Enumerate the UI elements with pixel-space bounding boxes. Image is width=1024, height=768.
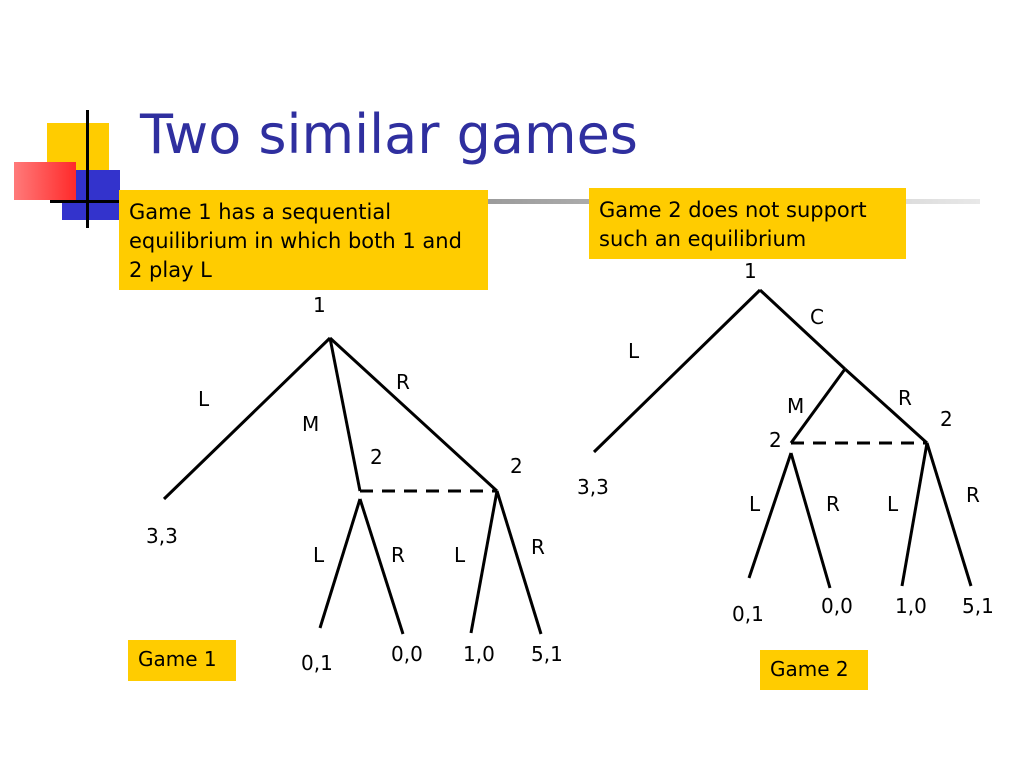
slide-title: Two similar games	[140, 103, 638, 166]
game2-player-a: 2	[769, 428, 782, 452]
game1-branch-mr	[358, 498, 405, 635]
game2-node-player: 2	[940, 407, 953, 431]
game2-move-a-right: R	[826, 492, 840, 516]
game2-move-middle: M	[787, 394, 804, 418]
game2-payoff-rr: 5,1	[962, 594, 994, 618]
game1-caption: Game 1	[128, 640, 236, 681]
game2-branch-mr	[789, 452, 832, 589]
game2-caption: Game 2	[760, 650, 868, 690]
game1-player-a: 2	[370, 445, 383, 469]
game1-branch-left	[162, 336, 332, 501]
game1-move-a-left: L	[313, 543, 325, 567]
game2-branch-continue	[758, 288, 847, 371]
game2-branch-rr	[925, 442, 973, 587]
game2-payoff-rl: 1,0	[895, 594, 927, 618]
game1-move-middle: M	[302, 412, 319, 436]
game1-branch-rl	[469, 490, 499, 634]
game1-move-left: L	[198, 387, 210, 411]
game1-branch-middle	[328, 337, 362, 492]
game2-move-b-right: R	[966, 483, 980, 507]
game1-move-right: R	[396, 370, 410, 394]
game2-move-a-left: L	[749, 492, 761, 516]
game1-move-b-right: R	[531, 535, 545, 559]
deco-horizontal-line	[50, 200, 120, 203]
game1-root-player: 1	[313, 293, 326, 317]
game1-payoff-rr: 5,1	[531, 642, 563, 666]
game2-payoff-mr: 0,0	[821, 594, 853, 618]
game2-tree	[592, 288, 973, 589]
game2-payoff-left: 3,3	[577, 475, 609, 499]
game1-payoff-ml: 0,1	[301, 651, 333, 675]
game1-payoff-left: 3,3	[146, 524, 178, 548]
game1-tree	[162, 336, 543, 635]
game1-callout: Game 1 has a sequential equilibrium in w…	[119, 190, 488, 290]
game1-move-b-left: L	[454, 543, 466, 567]
game1-payoff-mr: 0,0	[391, 642, 423, 666]
game2-branch-ml	[747, 452, 793, 579]
game2-branch-rl	[900, 442, 929, 587]
game2-root-player: 1	[744, 259, 757, 283]
game1-payoff-rl: 1,0	[463, 642, 495, 666]
game2-branch-right	[843, 367, 929, 445]
game1-branch-ml	[318, 498, 362, 629]
game2-callout: Game 2 does not support such an equilibr…	[589, 188, 906, 259]
game2-branch-left	[592, 288, 762, 454]
game1-move-a-right: R	[391, 543, 405, 567]
deco-vertical-line	[86, 110, 89, 228]
game2-branch-middle	[789, 368, 847, 444]
game2-payoff-ml: 0,1	[732, 602, 764, 626]
game2-move-b-left: L	[887, 492, 899, 516]
game2-move-continue: C	[810, 305, 824, 329]
game1-branch-rr	[495, 490, 543, 635]
game1-player-b: 2	[510, 454, 523, 478]
game2-move-right: R	[898, 386, 912, 410]
game1-branch-right	[328, 336, 499, 493]
deco-red-square	[14, 162, 76, 200]
game2-move-left: L	[628, 339, 640, 363]
